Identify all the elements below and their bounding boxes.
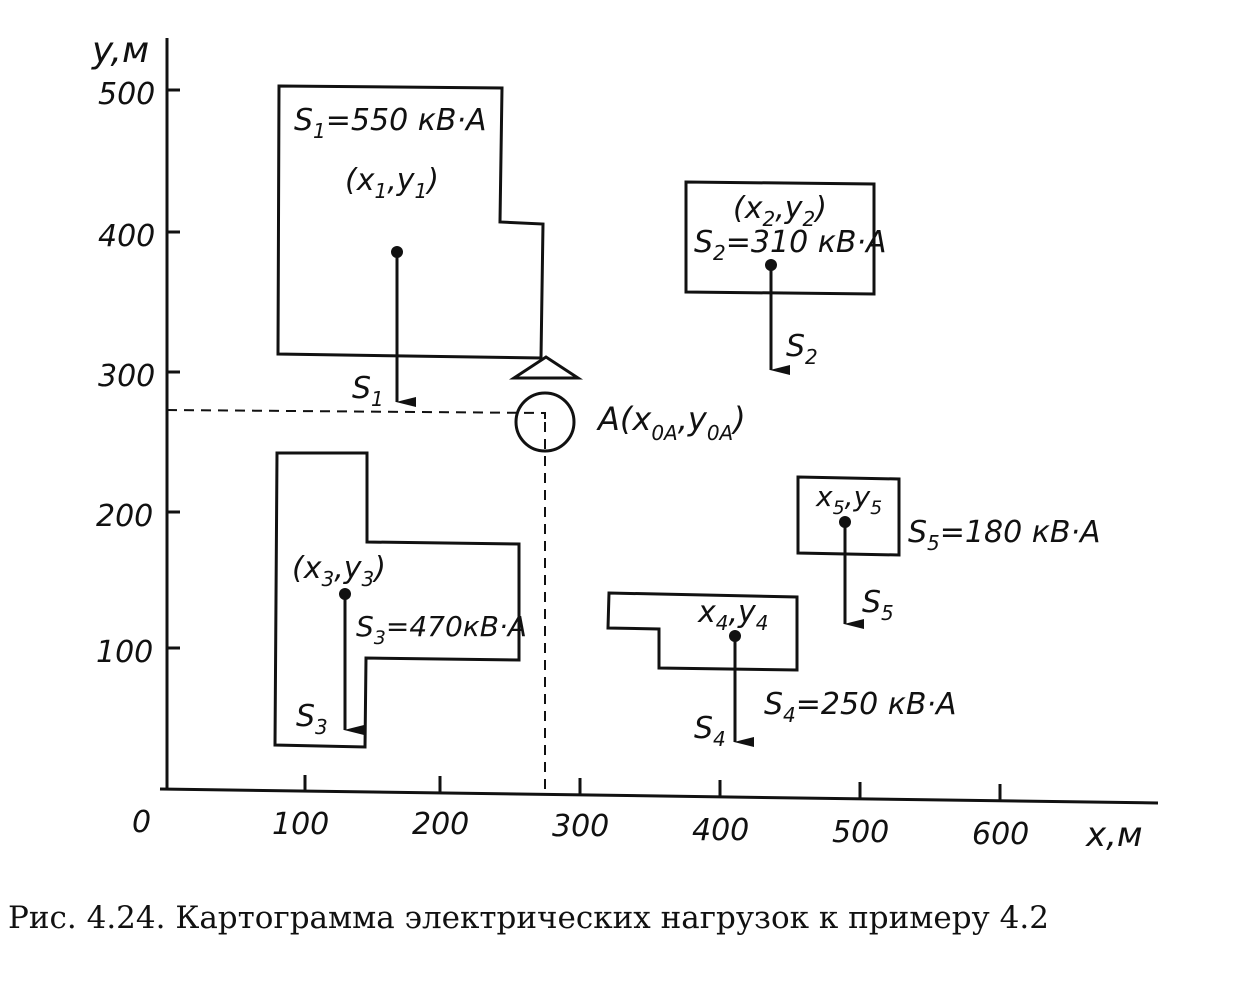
y-tick-label: 500	[98, 77, 155, 112]
zone-1-outline	[276, 84, 545, 360]
zone-5-coord-label: x5,y5	[815, 480, 882, 519]
zone-3-outline	[273, 451, 521, 749]
x-tick-label: 300	[552, 809, 609, 844]
svg-text:S3=470кВ·А: S3=470кВ·А	[356, 610, 527, 649]
zone-1-load-label: S1=550 кВ·А	[294, 103, 486, 143]
x-tick-label: 200	[412, 807, 469, 842]
zone-5-vector-label: S5	[862, 585, 894, 625]
svg-text:(x1,y1): (x1,y1)	[345, 163, 439, 203]
x-axis	[159, 787, 1159, 805]
zone-5-outline	[796, 475, 901, 557]
zone-4-outline	[606, 591, 799, 672]
y-ticks	[167, 88, 180, 650]
zone-2-outline	[684, 180, 876, 296]
svg-text:S4=250 кВ·А: S4=250 кВ·А	[764, 687, 956, 727]
origin-label: 0	[132, 805, 151, 840]
svg-text:x4,y4: x4,y4	[697, 595, 769, 635]
zone-2-vector-label: S2	[786, 329, 818, 369]
y-axis-label: y,м	[91, 30, 149, 71]
svg-text:S1=550 кВ·А: S1=550 кВ·А	[294, 103, 486, 143]
zone-4-coord-label: x4,y4	[697, 595, 769, 635]
svg-text:x5,y5: x5,y5	[815, 480, 882, 519]
zone-4-vector-label: S4	[694, 711, 726, 751]
svg-text:(x2,y2): (x2,y2)	[733, 191, 827, 231]
y-tick-label: 200	[96, 499, 153, 534]
substation-projection-y	[166, 409, 546, 422]
x-ticks	[303, 775, 1002, 801]
svg-text:(x3,y3): (x3,y3)	[292, 551, 386, 591]
zone-5-load-label: S5=180 кВ·А	[908, 515, 1100, 555]
zone-3-coord-label: (x3,y3)	[292, 551, 386, 591]
zone-4-load-label: S4=250 кВ·А	[764, 687, 956, 727]
zone-1-vector-label: S1	[352, 371, 384, 411]
zone-2-coord-label: (x2,y2)	[733, 191, 827, 231]
y-tick-label: 100	[96, 635, 153, 670]
y-tick-label: 400	[98, 219, 155, 254]
x-tick-label: 600	[972, 817, 1029, 852]
zone-3-load-label: S3=470кВ·А	[356, 610, 527, 649]
zone-1-coord-label: (x1,y1)	[345, 163, 439, 203]
zone-3-vector-label: S3	[296, 699, 328, 739]
svg-text:S2=310 кВ·А: S2=310 кВ·А	[694, 225, 886, 265]
x-axis-label: x,м	[1085, 815, 1143, 855]
svg-text:A(x0A,y0A): A(x0A,y0A)	[596, 400, 746, 445]
svg-text:S5=180 кВ·А: S5=180 кВ·А	[908, 515, 1100, 555]
substation-symbol	[508, 355, 584, 453]
x-tick-label: 500	[832, 815, 889, 850]
x-tick-label: 400	[692, 813, 749, 848]
zone-2-load-label: S2=310 кВ·А	[694, 225, 886, 265]
x-tick-label: 100	[272, 807, 329, 842]
figure-caption: Рис. 4.24. Картограмма электрических наг…	[8, 900, 1049, 936]
substation-label: A(x0A,y0A)	[596, 400, 746, 445]
y-tick-label: 300	[98, 359, 155, 394]
